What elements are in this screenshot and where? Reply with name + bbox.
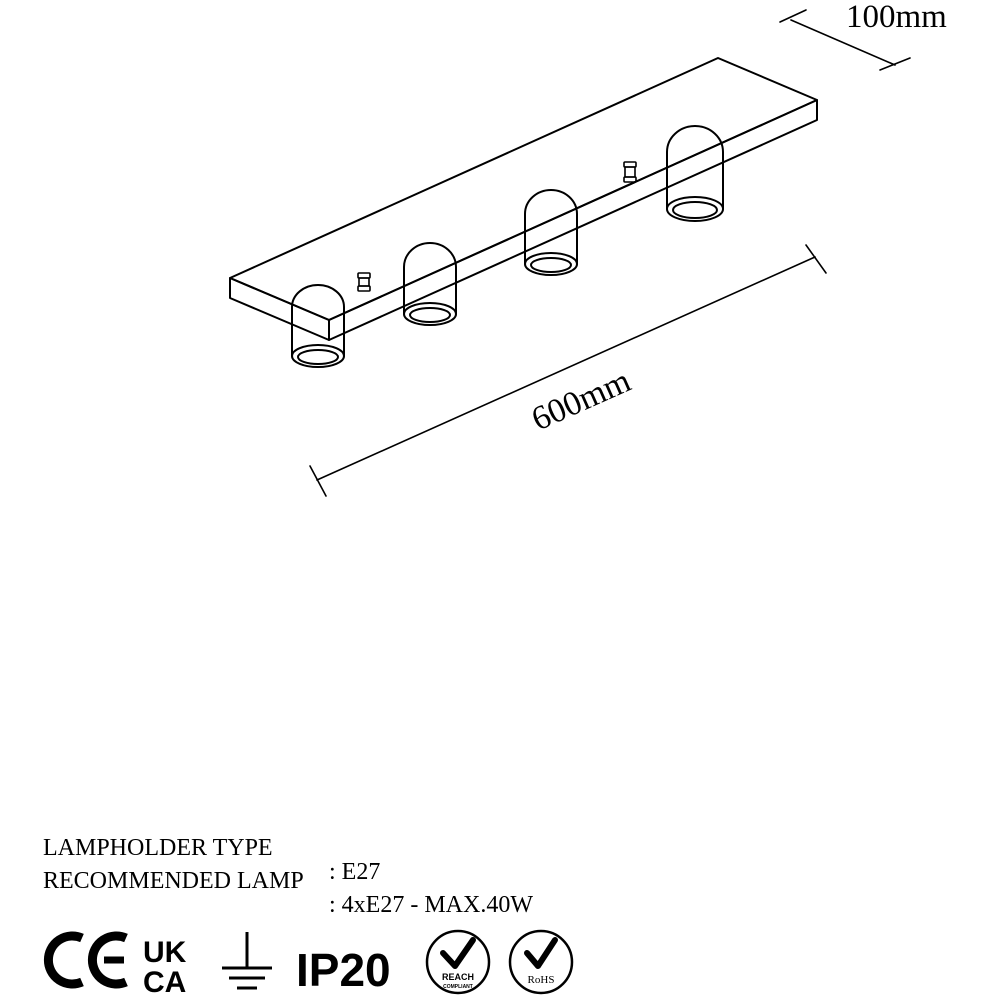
spotlight-2 — [403, 242, 457, 326]
length-dimension-line — [309, 244, 827, 497]
svg-text:REACH: REACH — [442, 972, 474, 982]
svg-text:COMPLIANT: COMPLIANT — [443, 984, 473, 990]
spotlight-1 — [291, 284, 345, 368]
length-dimension-label: 600mm — [526, 362, 636, 438]
certification-row: UK CA IP20 REACH COMPLIANT RoHS — [43, 929, 574, 999]
spec-recommended-lamp: RECOMMENDED LAMP : 4xE27 - MAX.40W — [31, 845, 533, 917]
rohs-icon: RoHS — [508, 929, 574, 995]
mounting-screw-1 — [357, 272, 371, 292]
svg-text:CA: CA — [143, 966, 186, 999]
mounting-screw-2 — [623, 161, 637, 183]
reach-icon: REACH COMPLIANT — [425, 929, 491, 995]
ip-rating: IP20 — [296, 944, 391, 996]
spec-lampholder-type: LAMPHOLDER TYPE : E27 — [31, 812, 380, 884]
ceiling-plate — [229, 57, 818, 341]
spec-label: RECOMMENDED LAMP — [43, 868, 304, 894]
ukca-mark-icon: UK CA — [143, 936, 187, 999]
spotlight-4 — [666, 125, 724, 222]
depth-dimension-line — [779, 9, 911, 71]
earth-ground-icon — [222, 932, 272, 990]
spec-value: : 4xE27 - MAX.40W — [329, 892, 533, 918]
spec-label: LAMPHOLDER TYPE — [43, 835, 273, 861]
svg-text:UK: UK — [143, 936, 187, 969]
spotlight-3 — [524, 189, 578, 276]
spec-value: : E27 — [329, 859, 381, 885]
depth-dimension-label: 100mm — [846, 0, 947, 35]
ce-mark-icon — [43, 931, 128, 989]
svg-text:RoHS: RoHS — [528, 974, 555, 986]
